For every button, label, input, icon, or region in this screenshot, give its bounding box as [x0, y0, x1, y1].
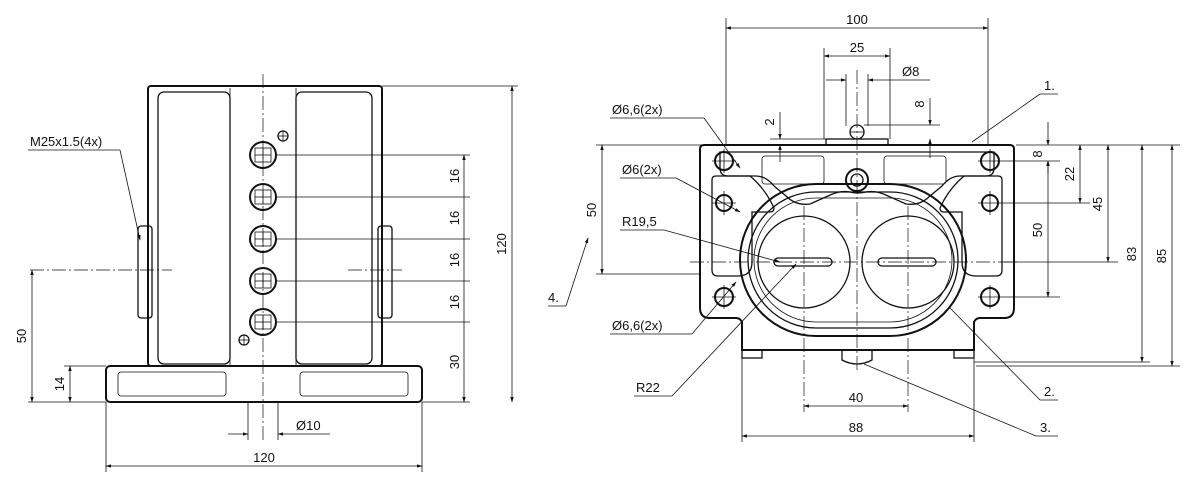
dim-diameter: Ø10: [296, 418, 321, 433]
dim-width: 120: [253, 450, 275, 465]
callout-4: 4.: [548, 290, 559, 305]
side-base-plate: [105, 365, 423, 403]
dim-gap: 2: [762, 118, 777, 125]
thread-callout: M25x1.5(4x): [30, 134, 102, 149]
dim-r8: 8: [1030, 150, 1045, 157]
dim-hole-top: Ø6,6(2x): [612, 102, 663, 117]
dim-pin-height: 8: [912, 100, 927, 107]
dim-left-height: 50: [584, 203, 599, 217]
dim-hole-bottom: Ø6,6(2x): [612, 318, 663, 333]
side-view: 16 16 16 16 30 120 50 14 120 Ø10 M25x1.5…: [14, 74, 518, 472]
callout-2: 2.: [1044, 384, 1055, 399]
dim-inner-width: 25: [850, 40, 864, 55]
dim-r22: 22: [1062, 167, 1077, 181]
dim-r83: 83: [1124, 247, 1139, 261]
dim-bottom-hole: 30: [447, 355, 462, 369]
dim-base: 14: [52, 377, 67, 391]
dim-r50: 50: [1030, 223, 1045, 237]
dim-hole-mid: Ø6(2x): [622, 162, 662, 177]
dim-radius-small: R19,5: [622, 214, 657, 229]
dim-r85: 85: [1154, 249, 1169, 263]
dim-pitch-1: 16: [447, 169, 462, 183]
dim-top-width: 100: [846, 12, 868, 27]
callout-1: 1.: [1044, 78, 1055, 93]
dim-slot-spacing: 40: [849, 390, 863, 405]
dim-base-width: 88: [849, 420, 863, 435]
dim-pitch-3: 16: [447, 253, 462, 267]
dim-pin-dia: Ø8: [902, 64, 919, 79]
front-view: 100 25 Ø8 8 2 Ø6,6(2x) Ø6(2x) Ø6,6(2x): [548, 12, 1180, 442]
dim-height: 120: [494, 233, 509, 255]
callout-3: 3.: [1040, 420, 1051, 435]
mounting-holes: [712, 149, 1002, 309]
dim-r45: 45: [1090, 197, 1105, 211]
dim-pitch-4: 16: [447, 295, 462, 309]
dim-axis-height: 50: [14, 329, 29, 343]
dim-radius-large: R22: [636, 380, 660, 395]
dim-pitch-2: 16: [447, 211, 462, 225]
